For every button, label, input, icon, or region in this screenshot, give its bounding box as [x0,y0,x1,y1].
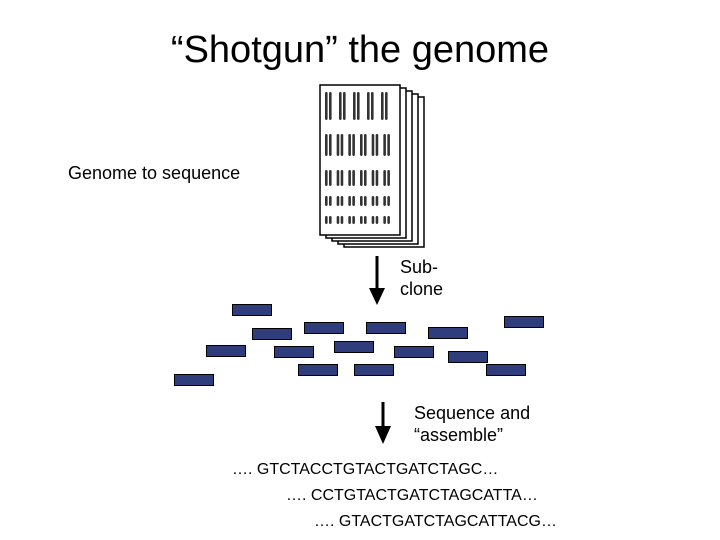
sequence-read: …. GTCTACCTGTACTGATCTAGC… [232,461,499,478]
dna-fragment [206,345,246,357]
chromosome-mark [371,216,375,224]
chromosome-mark [383,216,386,224]
chromosome-mark [329,134,332,156]
chromosome-mark [371,134,375,156]
chromosome-mark [385,92,388,120]
chromosome-mark [383,196,386,206]
dna-fragment [354,364,394,376]
chromosome-mark [325,216,328,224]
chromosome-mark [348,196,351,206]
chromosome-mark [357,92,360,120]
chromosome-mark [336,170,340,186]
chromosome-mark [364,170,367,186]
chromosome-mark [371,196,375,206]
chromosome-mark [339,92,342,120]
chromosome-mark [352,134,355,156]
chromosome-mark [348,170,351,186]
dna-fragment [232,304,272,316]
chromosome-mark [375,196,379,206]
dna-fragment [298,364,338,376]
chromosome-mark [387,216,390,224]
chromosome-mark [371,92,374,120]
dna-fragment [448,351,488,363]
dna-fragment [366,322,406,334]
dna-fragment [428,327,468,339]
chromosome-mark [360,216,363,224]
chromosome-mark [348,216,351,224]
chromosome-mark [387,170,390,186]
chromosome-mark [371,170,375,186]
genome-label: Genome to sequence [68,163,241,183]
assemble-label-line1: Sequence and [414,403,531,423]
subclone-label-line2: clone [400,279,444,299]
chromosome-mark [360,170,363,186]
chromosome-mark [383,134,386,156]
chromosome-mark [329,196,332,206]
chromosome-mark [336,216,340,224]
chromosome-mark [387,134,390,156]
chromosome-mark [348,134,351,156]
chromosome-mark [325,196,328,206]
chromosome-mark [325,170,328,186]
chromosome-mark [381,92,384,120]
dna-fragment [394,346,434,358]
chromosome-mark [383,170,386,186]
chromosome-mark [367,92,370,120]
chromosome-mark [360,196,363,206]
chromosome-mark [340,196,344,206]
dna-fragment [334,341,374,353]
chromosome-mark [375,134,379,156]
chromosome-mark [336,134,340,156]
slide-title: “Shotgun” the genome [170,29,550,71]
chromosome-mark [329,170,332,186]
chromosome-mark [340,216,344,224]
dna-fragment [304,322,344,334]
sequence-read: …. GTACTGATCTAGCATTACG… [314,513,557,530]
chromosome-mark [364,216,367,224]
chromosome-mark [352,196,355,206]
dna-fragment [252,328,292,340]
chromosome-mark [375,170,379,186]
chromosome-mark [336,196,340,206]
chromosome-mark [352,170,355,186]
dna-fragment [486,364,526,376]
dna-fragment [174,374,214,386]
chromosome-mark [364,134,367,156]
chromosome-mark [353,92,356,120]
chromosome-mark [340,134,344,156]
chromosome-mark [325,134,328,156]
chromosome-mark [340,170,344,186]
chromosome-mark [360,134,363,156]
chromosome-mark [329,216,332,224]
chromosome-mark [375,216,379,224]
chromosome-mark [352,216,355,224]
assemble-label: Sequence and “assemble” [414,402,530,446]
subclone-label-line1: Sub- [400,257,439,277]
chromosome-mark [343,92,346,120]
chromosome-mark [329,92,332,120]
assemble-label-line2: “assemble” [414,425,504,445]
chromosome-mark [364,196,367,206]
sequence-read: …. CCTGTACTGATCTAGCATTA… [286,487,538,504]
chromosome-mark [387,196,390,206]
subclone-label: Sub- clone [400,256,443,300]
assemble-arrow-icon [375,402,391,444]
dna-fragment [504,316,544,328]
dna-fragment [274,346,314,358]
subclone-arrow-icon [369,256,385,305]
chromosome-mark [325,92,328,120]
